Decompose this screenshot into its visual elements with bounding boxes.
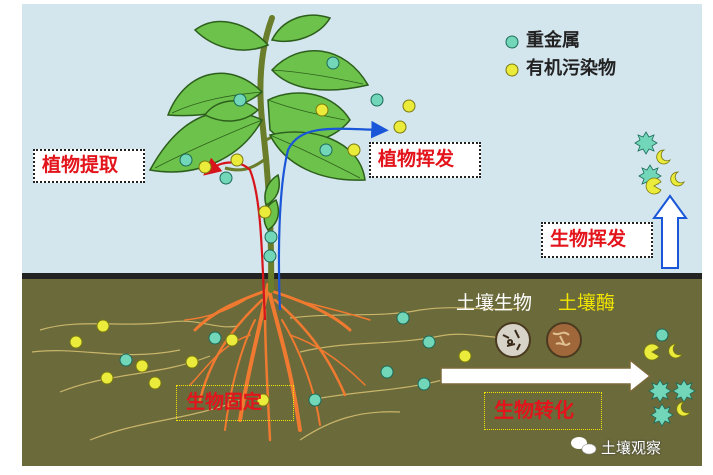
bio-fixation-label: 生物固定 bbox=[186, 391, 263, 413]
organic-pollutant-particle bbox=[258, 205, 272, 219]
soil-enzyme-label: 土壤酶 bbox=[558, 292, 616, 314]
phytovolatilization-box bbox=[369, 142, 481, 178]
wechat-icon bbox=[571, 437, 597, 455]
root-system bbox=[184, 283, 371, 442]
heavy-metal-particle bbox=[308, 393, 322, 407]
legend-organic-pollutant-label: 有机污染物 bbox=[526, 58, 616, 79]
heavy-metal-particle bbox=[179, 153, 193, 167]
star-particle bbox=[648, 379, 672, 403]
organic-pollutant-particle bbox=[458, 349, 472, 363]
phytovolatilization-label: 植物挥发 bbox=[378, 148, 455, 170]
bio-transformation-arrow bbox=[440, 358, 652, 394]
leaf bbox=[270, 14, 332, 42]
volatilized-products bbox=[634, 131, 685, 195]
heavy-metal-particle bbox=[422, 335, 436, 349]
star-particle bbox=[672, 379, 696, 403]
phytoextraction-arrow bbox=[203, 157, 267, 321]
organic-pollutant-particle bbox=[347, 143, 361, 157]
legend-heavy-metal-marker bbox=[505, 35, 519, 49]
heavy-metal-particle bbox=[264, 230, 278, 244]
legend-organic-pollutant-marker bbox=[505, 63, 519, 77]
soil-organisms-label: 土壤生物 bbox=[456, 292, 533, 314]
heavy-metal-particle bbox=[396, 311, 410, 325]
bio-volatilization-arrow bbox=[652, 194, 688, 269]
organic-pollutant-particle bbox=[225, 333, 239, 347]
organic-pollutant-particle bbox=[148, 376, 162, 390]
crescent-particle bbox=[676, 401, 691, 417]
pacman-particle bbox=[643, 343, 660, 361]
organic-pollutant-particle bbox=[256, 393, 270, 407]
star-particle bbox=[650, 403, 674, 427]
leaf bbox=[193, 20, 270, 51]
heavy-metal-particle bbox=[370, 93, 384, 107]
heavy-metal-particle bbox=[219, 171, 233, 185]
organic-pollutant-particle bbox=[100, 371, 114, 385]
soil-organism-image bbox=[495, 322, 531, 358]
star-particle bbox=[634, 131, 658, 155]
organic-pollutant-particles bbox=[69, 99, 472, 407]
leaf-veins bbox=[154, 69, 364, 179]
organic-pollutant-particle bbox=[96, 319, 110, 333]
heavy-metal-particle bbox=[417, 377, 431, 391]
ground-line bbox=[22, 273, 702, 279]
crescent-particle bbox=[656, 149, 671, 165]
heavy-metal-particle bbox=[655, 328, 669, 342]
organic-pollutant-particle bbox=[402, 99, 416, 113]
organic-pollutant-particle bbox=[135, 359, 149, 373]
transformed-products bbox=[643, 343, 696, 427]
heavy-metal-particles bbox=[119, 56, 669, 407]
soil-enzyme-image bbox=[546, 322, 582, 358]
organic-pollutant-particle bbox=[393, 120, 407, 134]
heavy-metal-particle bbox=[119, 353, 133, 367]
heavy-metal-particle bbox=[263, 249, 277, 263]
legend-heavy-metal-label: 重金属 bbox=[526, 30, 580, 51]
phytovolatilization-arrow bbox=[277, 120, 389, 311]
organic-pollutant-particle bbox=[69, 335, 83, 349]
bio-volatilization-label: 生物挥发 bbox=[550, 228, 627, 250]
heavy-metal-particle bbox=[233, 93, 247, 107]
bio-volatilization-box bbox=[541, 222, 653, 258]
phytoextraction-label: 植物提取 bbox=[42, 154, 119, 176]
watermark-text: 土壤观察 bbox=[601, 439, 662, 457]
heavy-metal-particle bbox=[326, 56, 340, 70]
pacman-particle bbox=[645, 177, 662, 195]
bio-fixation-box bbox=[176, 385, 294, 421]
organic-pollutant-particle bbox=[198, 160, 212, 174]
bio-transformation-box bbox=[484, 392, 602, 430]
crescent-particle bbox=[670, 171, 685, 187]
heavy-metal-particle bbox=[319, 143, 333, 157]
heavy-metal-particle bbox=[208, 331, 222, 345]
crescent-particle bbox=[668, 343, 683, 359]
phytoextraction-box bbox=[33, 149, 145, 183]
heavy-metal-particle bbox=[380, 365, 394, 379]
organic-pollutant-particle bbox=[315, 103, 329, 117]
bio-transformation-label: 生物转化 bbox=[494, 398, 574, 422]
branch-stem bbox=[224, 158, 265, 172]
leaf bbox=[264, 173, 280, 207]
organic-pollutant-particle bbox=[185, 355, 199, 369]
organic-pollutant-particle bbox=[230, 153, 244, 167]
